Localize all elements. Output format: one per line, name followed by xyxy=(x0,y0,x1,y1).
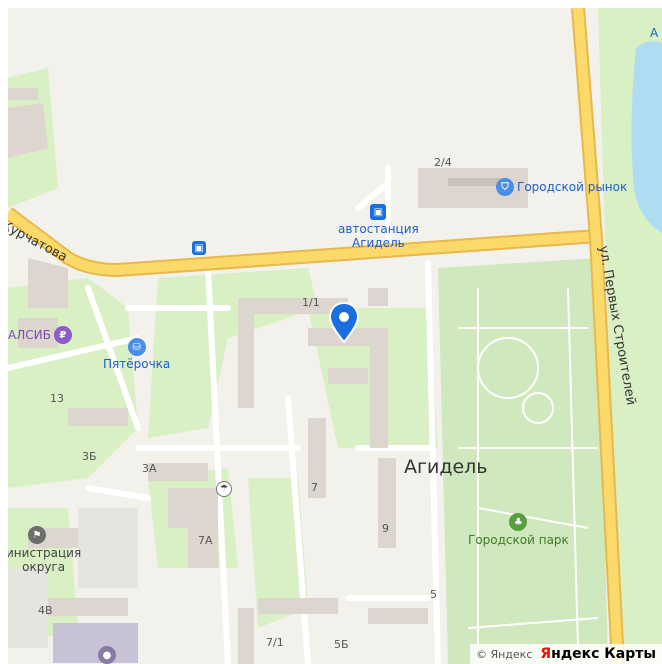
grey-lots xyxy=(8,508,138,648)
bus-stop-icon: ▣ xyxy=(192,241,206,255)
city-park-area xyxy=(438,258,608,664)
house-number-1-1: 1/1 xyxy=(302,296,320,309)
bus-icon: ▣ xyxy=(370,204,387,220)
house-number-13: 13 xyxy=(50,392,64,405)
shelter-icon: ☂ xyxy=(216,481,232,497)
map-viewport[interactable]: Курчатова ул. Первых Строителей Агидель … xyxy=(8,8,662,664)
house-number-5: 5 xyxy=(430,588,437,601)
pervykh-road xyxy=(573,8,623,664)
poi-market-label: Городской рынок xyxy=(517,180,628,194)
poi-bus-station[interactable]: ▣ автостанция Агидель xyxy=(338,204,419,250)
house-number-4v: 4В xyxy=(38,604,53,617)
poi-bus-station-label: автостанция Агидель xyxy=(338,222,419,250)
poi-park-label: Городской парк xyxy=(468,533,569,547)
poi-market[interactable]: ⛉ Городской рынок xyxy=(496,178,627,196)
city-label: Агидель xyxy=(404,456,488,478)
poi-bank-label: АЛСИБ xyxy=(8,328,51,342)
kurchatova-road xyxy=(8,209,599,276)
tree-icon: ♣ xyxy=(509,513,528,531)
map-footer: © Яндекс Яндекс Карты xyxy=(469,644,662,664)
bank-icon: ₽ xyxy=(53,326,72,344)
yandex-maps-logo[interactable]: Яндекс Карты xyxy=(540,646,656,662)
house-number-7-1: 7/1 xyxy=(266,636,284,649)
poi-pyaterochka-label: Пятёрочка xyxy=(103,357,171,371)
location-pin[interactable] xyxy=(328,301,360,344)
park-paths xyxy=(458,287,599,649)
poi-bus-stop[interactable]: ▣ xyxy=(192,241,206,255)
poi-bottom-circle[interactable]: ● xyxy=(98,646,116,664)
place-icon: ● xyxy=(98,646,116,664)
buildings xyxy=(8,88,528,664)
house-number-9: 9 xyxy=(382,522,389,535)
minor-streets xyxy=(8,165,441,664)
house-number-2-4: 2/4 xyxy=(434,156,452,169)
house-number-7a: 7А xyxy=(198,534,213,547)
poi-shelter[interactable]: ☂ xyxy=(216,481,232,497)
flag-icon: ⚑ xyxy=(28,526,46,544)
poi-administration[interactable]: ⚑ инистрация округа xyxy=(8,526,81,574)
house-number-3a: 3А xyxy=(142,462,157,475)
yandex-copyright[interactable]: © Яндекс xyxy=(475,647,533,661)
poi-administration-label: инистрация округа xyxy=(8,546,82,574)
poi-pyaterochka[interactable]: ⛁ Пятёрочка xyxy=(103,338,170,371)
pond xyxy=(631,41,662,234)
house-number-5b: 5Б xyxy=(334,638,349,651)
shopping-bag-icon: ⛉ xyxy=(496,178,514,196)
house-number-3b: 3Б xyxy=(82,450,97,463)
poi-park[interactable]: ♣ Городской парк xyxy=(468,513,569,547)
poi-top-right-label: А xyxy=(650,26,659,40)
house-number-7: 7 xyxy=(311,481,318,494)
map-canvas xyxy=(8,8,662,664)
shopping-basket-icon: ⛁ xyxy=(127,338,146,356)
poi-bank[interactable]: АЛСИБ ₽ xyxy=(8,326,72,344)
